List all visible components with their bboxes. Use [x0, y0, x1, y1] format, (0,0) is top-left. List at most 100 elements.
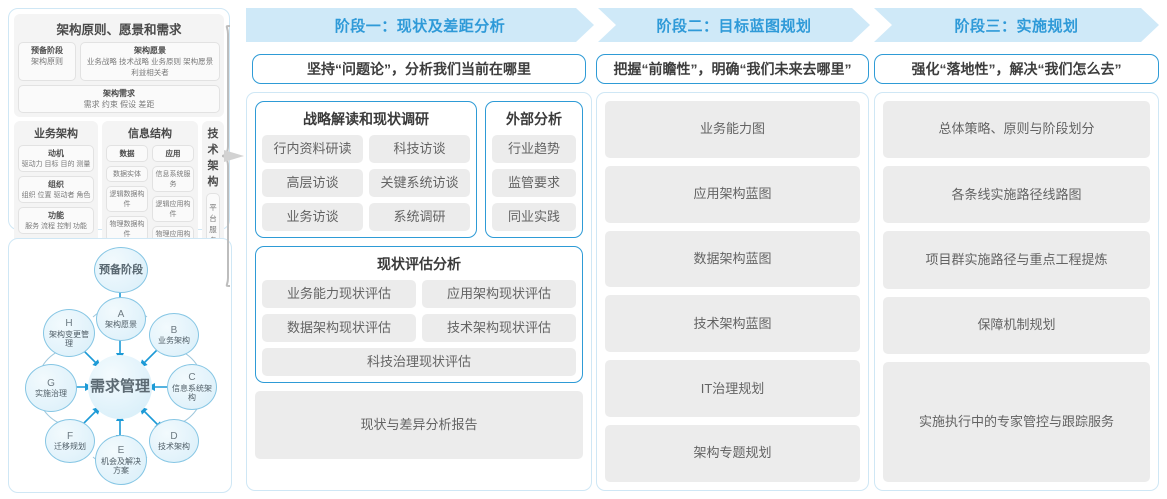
chip-data-architecture-assessment[interactable]: 数据架构现状评估 [262, 314, 416, 342]
chip-technology-architecture-assessment[interactable]: 技术架构现状评估 [422, 314, 576, 342]
chip-business-interview[interactable]: 业务访谈 [262, 203, 363, 231]
chip-assurance-mechanism-plan[interactable]: 保障机制规划 [883, 296, 1150, 354]
togaf-subcolumn-application-title: 应用 [152, 145, 194, 162]
togaf-cell-organization: 组织 组织 位置 驱动者 角色 [18, 176, 94, 203]
togaf-column-technology-title: 技术架构 [207, 128, 219, 188]
togaf-prep-line2: 架构原则 [31, 57, 63, 66]
adm-node-preliminary: 预备阶段 [94, 247, 148, 293]
chip-technology-architecture-blueprint[interactable]: 技术架构蓝图 [605, 295, 860, 353]
chip-system-survey[interactable]: 系统调研 [369, 203, 470, 231]
togaf-vision-cell: 架构愿景 业务战略 技术战略 业务原则 架构愿景 利益相关者 [80, 42, 220, 81]
chip-peer-practice[interactable]: 同业实践 [492, 203, 576, 231]
togaf-column-business-title: 业务架构 [34, 128, 78, 140]
togaf-cell-function-name: 功能 [48, 211, 64, 220]
togaf-cell-motivation: 动机 驱动力 目标 目的 测量 [18, 145, 94, 172]
adm-node-g-letter: G [47, 377, 55, 389]
adm-node-f-name: 迁移规划 [54, 442, 86, 452]
chip-expert-control-tracking-service[interactable]: 实施执行中的专家管控与跟踪服务 [883, 361, 1150, 483]
chip-application-architecture-blueprint[interactable]: 应用架构蓝图 [605, 165, 860, 223]
togaf-subcolumn-application: 应用 信息系统服务 逻辑应用构件 物理应用构件 [152, 145, 194, 252]
chip-program-implementation-path[interactable]: 项目群实施路径与重点工程提炼 [883, 231, 1150, 289]
adm-node-preliminary-label: 预备阶段 [99, 263, 143, 276]
togaf-info-system-service: 信息系统服务 [152, 166, 194, 192]
togaf-prep-cell: 预备阶段 架构原则 [18, 42, 76, 81]
chip-business-capability-assessment[interactable]: 业务能力现状评估 [262, 280, 416, 308]
chip-key-system-interview[interactable]: 关键系统访谈 [369, 169, 470, 197]
phase-1-body: 战略解读和现状调研 行内资料研读 科技访谈 高层访谈 关键系统访谈 业务访谈 系… [246, 92, 592, 491]
togaf-vision-items: 业务战略 技术战略 业务原则 架构愿景 利益相关者 [86, 57, 214, 77]
adm-cycle-panel: 预备阶段 需求管理 A 架构愿景 B 业务架构 C 信息系统架构 D 技术架构 … [8, 238, 232, 493]
adm-center-label: 需求管理 [89, 377, 150, 395]
phase-3-body: 总体策略、原则与阶段划分 各条线实施路径线路图 项目群实施路径与重点工程提炼 保… [874, 92, 1159, 491]
adm-node-b-letter: B [170, 324, 178, 336]
phase-header-2: 阶段二：目标蓝图规划 [598, 8, 870, 42]
phase-header-3: 阶段三：实施规划 [874, 8, 1159, 42]
phase-subtitle-3: 强化“落地性”，解决“我们怎么去” [874, 54, 1159, 84]
togaf-cell-function-items: 服务 流程 控制 功能 [25, 223, 87, 230]
chip-exec-interview[interactable]: 高层访谈 [262, 169, 363, 197]
adm-node-a: A 架构愿景 [96, 297, 146, 341]
adm-node-h: H 架构变更管理 [43, 309, 95, 357]
strategy-research-items: 行内资料研读 科技访谈 高层访谈 关键系统访谈 业务访谈 系统调研 [262, 135, 470, 231]
chip-it-governance-assessment[interactable]: 科技治理现状评估 [262, 348, 576, 376]
adm-node-d-letter: D [170, 430, 178, 442]
togaf-top-group: 架构原则、愿景和需求 预备阶段 架构原则 架构愿景 业务战略 技术战略 业务原则… [14, 14, 224, 117]
adm-node-a-letter: A [117, 308, 125, 320]
togaf-prep-line1: 预备阶段 [31, 46, 63, 55]
external-analysis-card: 外部分析 行业趋势 监管要求 同业实践 [485, 101, 583, 238]
chip-gap-analysis-report[interactable]: 现状与差异分析报告 [255, 391, 583, 459]
chip-application-architecture-assessment[interactable]: 应用架构现状评估 [422, 280, 576, 308]
brace-connector-icon [222, 25, 244, 287]
phase-header-3-label: 阶段三：实施规划 [954, 17, 1079, 35]
chip-architecture-topic-plan[interactable]: 架构专题规划 [605, 425, 860, 482]
adm-node-h-letter: H [65, 318, 73, 330]
phase-subtitle-2: 把握“前瞻性”，明确“我们未来去哪里” [596, 54, 869, 84]
adm-node-d-name: 技术架构 [158, 442, 190, 452]
chip-line-implementation-roadmap[interactable]: 各条线实施路径线路图 [883, 166, 1150, 224]
adm-node-a-name: 架构愿景 [105, 320, 137, 330]
adm-node-f: F 迁移规划 [45, 419, 95, 463]
togaf-physical-data: 物理数据构件 [106, 216, 148, 242]
adm-node-d: D 技术架构 [149, 419, 199, 463]
phase-subtitle-1: 坚持“问题论”，分析我们当前在哪里 [252, 54, 586, 84]
external-analysis-items: 行业趋势 监管要求 同业实践 [492, 135, 576, 231]
chip-overall-strategy[interactable]: 总体策略、原则与阶段划分 [883, 101, 1150, 159]
phase-header-1: 阶段一：现状及差距分析 [246, 8, 594, 42]
togaf-column-information-title: 信息结构 [128, 128, 172, 140]
adm-node-c: C 信息系统架构 [167, 364, 217, 410]
togaf-cell-organization-name: 组织 [48, 180, 64, 189]
togaf-logical-application: 逻辑应用构件 [152, 196, 194, 222]
chip-internal-docs[interactable]: 行内资料研读 [262, 135, 363, 163]
external-analysis-title: 外部分析 [506, 111, 562, 127]
current-state-assessment-title: 现状评估分析 [377, 256, 461, 272]
adm-node-c-name: 信息系统架构 [172, 383, 212, 402]
chip-data-architecture-blueprint[interactable]: 数据架构蓝图 [605, 230, 860, 288]
phase-subtitle-1-label: 坚持“问题论”，分析我们当前在哪里 [307, 61, 531, 77]
chip-industry-trend[interactable]: 行业趋势 [492, 135, 576, 163]
togaf-subcolumn-data: 数据 数据实体 逻辑数据构件 物理数据构件 [106, 145, 148, 252]
togaf-requirements-cell: 架构需求 需求 约束 假设 差距 [18, 85, 220, 113]
togaf-cell-function: 功能 服务 流程 控制 功能 [18, 207, 94, 234]
chip-business-capability-map[interactable]: 业务能力图 [605, 101, 860, 158]
togaf-requirements-items: 需求 约束 假设 差距 [83, 100, 155, 109]
adm-node-h-name: 架构变更管理 [49, 329, 89, 348]
adm-node-f-letter: F [66, 430, 74, 442]
adm-node-e-letter: E [117, 445, 125, 457]
togaf-header-title: 架构原则、愿景和需求 [56, 23, 182, 37]
phase-header-2-label: 阶段二：目标蓝图规划 [656, 17, 812, 35]
adm-node-g: G 实施治理 [25, 364, 77, 412]
adm-node-e-name: 机会及解决方案 [101, 456, 141, 475]
chip-tech-interview[interactable]: 科技访谈 [369, 135, 470, 163]
adm-node-e: E 机会及解决方案 [95, 435, 147, 485]
togaf-vision-title: 架构愿景 [134, 46, 166, 55]
togaf-subcolumn-data-title: 数据 [106, 145, 148, 162]
phase-subtitle-3-label: 强化“落地性”，解决“我们怎么去” [911, 61, 1122, 77]
strategy-research-card: 战略解读和现状调研 行内资料研读 科技访谈 高层访谈 关键系统访谈 业务访谈 系… [255, 101, 477, 238]
togaf-requirements-title: 架构需求 [103, 89, 135, 98]
togaf-cell-motivation-items: 驱动力 目标 目的 测量 [21, 161, 91, 168]
chip-regulatory-requirement[interactable]: 监管要求 [492, 169, 576, 197]
phase-subtitle-2-label: 把握“前瞻性”，明确“我们未来去哪里” [613, 61, 852, 77]
togaf-content-framework-panel: 架构原则、愿景和需求 预备阶段 架构原则 架构愿景 业务战略 技术战略 业务原则… [8, 8, 230, 462]
chip-it-governance-plan[interactable]: IT治理规划 [605, 360, 860, 418]
adm-center-requirements-management: 需求管理 [88, 355, 152, 419]
